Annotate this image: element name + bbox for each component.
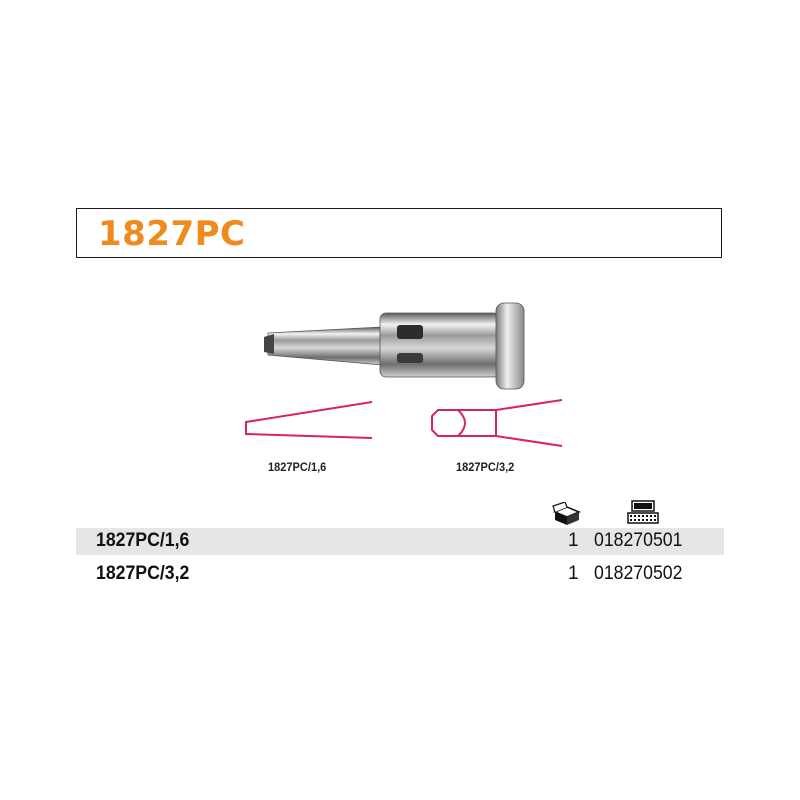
row-quantity: 1: [568, 563, 579, 584]
table-row: 1827PC/1,6 1 018270501: [76, 528, 724, 555]
row-code: 1827PC/1,6: [96, 530, 190, 551]
row-quantity: 1: [568, 530, 579, 551]
title-box: 1827PC: [76, 208, 722, 258]
profile-diagram-2: [431, 399, 563, 447]
profile-diagram-1: [245, 401, 373, 439]
page-title: 1827PC: [98, 214, 246, 254]
profile-label-1: 1827PC/1,6: [268, 460, 327, 474]
row-sku: 018270501: [594, 530, 683, 551]
profile-label-2: 1827PC/3,2: [456, 460, 515, 474]
row-sku: 018270502: [594, 563, 683, 584]
package-box-icon: [552, 502, 581, 525]
barcode-terminal-icon: [627, 500, 659, 524]
soldering-tip-image: [264, 302, 525, 390]
row-code: 1827PC/3,2: [96, 563, 190, 584]
table-row: 1827PC/3,2 1 018270502: [76, 561, 724, 588]
